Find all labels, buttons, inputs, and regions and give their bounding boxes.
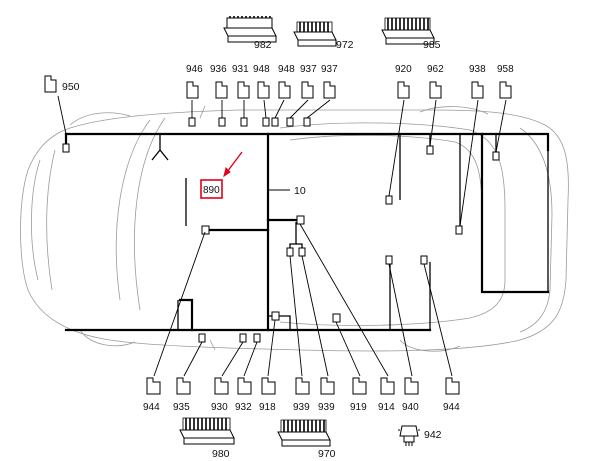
label-harness-10: 10 (294, 185, 306, 197)
label-top-936: 936 (210, 64, 227, 75)
connector-icon (320, 377, 335, 395)
harness-connectors (62, 117, 500, 343)
connector-icon (352, 377, 367, 395)
label-970: 970 (318, 448, 336, 460)
label-950: 950 (62, 81, 80, 93)
leader-lines (57, 95, 507, 377)
label-982: 982 (254, 39, 272, 51)
connector-strip-icon (223, 16, 277, 43)
label-890: 890 (203, 185, 220, 196)
main-harness (64, 132, 550, 332)
label-bottom-939b: 939 (318, 402, 335, 413)
connector-icon (215, 81, 228, 99)
connector-icon (295, 377, 310, 395)
label-980: 980 (212, 448, 230, 460)
connector-icon (301, 81, 314, 99)
connector-icon (499, 81, 512, 99)
connector-icon (323, 81, 336, 99)
connector-icon (404, 377, 419, 395)
connector-icon (397, 81, 410, 99)
label-top-948a: 948 (253, 64, 270, 75)
label-bottom-935: 935 (173, 402, 190, 413)
car-body-outline (20, 105, 569, 352)
connector-icon (237, 81, 250, 99)
connector-icon (429, 81, 442, 99)
labels: 982 972 985 980 970 942 950 946 936 931 … (62, 39, 514, 460)
label-bottom-939a: 939 (293, 402, 310, 413)
label-top-937b: 937 (321, 64, 338, 75)
label-bottom-944b: 944 (443, 402, 460, 413)
label-bottom-914: 914 (378, 402, 395, 413)
connector-icon (186, 81, 199, 99)
label-top-958: 958 (497, 64, 514, 75)
label-top-946: 946 (186, 64, 203, 75)
connector-strip-icon (381, 17, 435, 45)
label-top-948b: 948 (278, 64, 295, 75)
connector-icon (261, 377, 276, 395)
label-985: 985 (423, 39, 441, 51)
label-942: 942 (424, 429, 442, 441)
connector-icon (445, 377, 460, 395)
connector-icon (176, 377, 191, 395)
label-bottom-932: 932 (235, 402, 252, 413)
connector-icon (278, 81, 291, 99)
label-bottom-918: 918 (259, 402, 276, 413)
connector-strip-icon (179, 417, 235, 445)
connector-icon (471, 81, 484, 99)
label-top-938: 938 (469, 64, 486, 75)
connector-icon (237, 377, 252, 395)
label-bottom-919: 919 (350, 402, 367, 413)
label-bottom-944a: 944 (143, 402, 160, 413)
label-top-962: 962 (427, 64, 444, 75)
connector-icon (44, 75, 57, 93)
highlight-890 (200, 151, 243, 199)
label-bottom-940: 940 (402, 402, 419, 413)
label-top-920: 920 (395, 64, 412, 75)
connector-icon (380, 377, 395, 395)
connector-icon (146, 377, 161, 395)
label-bottom-930: 930 (211, 402, 228, 413)
label-top-931: 931 (232, 64, 249, 75)
connector-strips (179, 16, 435, 447)
connector-strip-icon (277, 419, 331, 447)
connector-icon (257, 81, 270, 99)
label-top-937a: 937 (300, 64, 317, 75)
plug-icons (44, 75, 512, 395)
connector-strip-icon (293, 21, 337, 47)
connector-icon (214, 377, 229, 395)
relay-icon (398, 425, 420, 446)
label-972: 972 (336, 39, 354, 51)
